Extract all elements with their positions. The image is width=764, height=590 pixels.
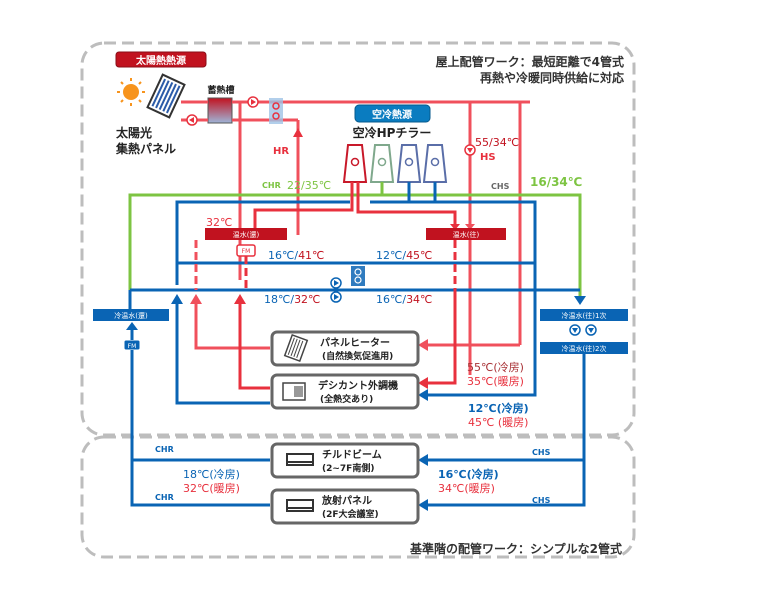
pump-icon <box>247 96 259 108</box>
panel-heater-unit: パネルヒーター (自然換気促進用) <box>270 330 420 367</box>
rooftop-title-line2: 再熱や冷暖同時供給に対応 <box>480 70 624 85</box>
ceiling-unit-icon <box>286 453 314 466</box>
floor-chs-label-2: CHS <box>532 496 551 505</box>
temp-16-34: 16℃/34℃ <box>376 293 432 306</box>
panel-heater-icon <box>283 333 309 363</box>
floor-zone-border <box>80 435 636 559</box>
pump-icon <box>330 291 342 303</box>
arrow-up-red <box>234 294 246 304</box>
heat-exchanger-icon <box>351 266 365 286</box>
fm-blue-label: FM <box>128 343 137 350</box>
floor-chr-label-2: CHR <box>155 493 174 502</box>
solar-panel-label-2: 集熱パネル <box>115 141 176 156</box>
solar-panel-label-1: 太陽光 <box>116 125 152 140</box>
pump-icon <box>585 324 597 336</box>
storage-tank-icon <box>207 97 233 124</box>
desiccant-hot-heat: 35℃(暖房) <box>467 375 524 388</box>
chs-supply-arrow <box>574 296 586 305</box>
rooftop-title-line1: 屋上配管ワーク：最短距離で4管式 <box>436 54 624 69</box>
desiccant-subtitle: (全熱交あり) <box>320 393 373 405</box>
cw-return-label: 冷温水(還) <box>114 311 148 320</box>
cw-supply-1-header <box>540 309 628 321</box>
panel-heater-title: パネルヒーター <box>320 337 390 349</box>
temp-18-32: 18℃/32℃ <box>264 293 320 306</box>
temp-12-45: 12℃/45℃ <box>376 249 432 262</box>
chiller-label: 空冷HPチラー <box>353 125 432 140</box>
temp-32: 32℃ <box>206 216 232 229</box>
radiant-panel-unit: 放射パネル (2F大会議室) <box>270 488 420 525</box>
storage-tank-label: 蓄熱槽 <box>207 84 234 96</box>
chs-top-temp: 16/34℃ <box>530 175 582 189</box>
desiccant-cw-cool: 12℃(冷房) <box>468 401 529 415</box>
pump-icon <box>186 114 198 126</box>
pump-icon <box>464 144 476 156</box>
air-source-badge <box>354 104 431 123</box>
hs-label: HS <box>480 152 496 163</box>
chs-top-label: CHS <box>491 182 510 191</box>
floor-chr-label-1: CHR <box>155 445 174 454</box>
floor-title: 基準階の配管ワーク：シンプルな2管式 <box>409 541 622 556</box>
warm-supply-label: 温水(往) <box>453 230 480 239</box>
warm-water-supply-header <box>426 228 506 240</box>
cw-supply-1-label: 冷温水(往)1次 <box>562 311 607 320</box>
ceiling-unit-icon <box>286 499 314 512</box>
hs-temp: 55/34℃ <box>475 136 519 149</box>
floor-chs-label-1: CHS <box>532 448 551 457</box>
temp-16-41: 16℃/41℃ <box>268 249 324 262</box>
solar-panel-icon <box>146 73 186 119</box>
arrow-up-blue <box>171 294 183 304</box>
air-source-badge-label: 空冷熱源 <box>372 108 412 121</box>
chilled-beam-title: チルドビーム <box>322 448 382 461</box>
fm-label: FM <box>242 248 251 255</box>
air-handler-icon <box>282 382 306 401</box>
desiccant-cw-heat: 45℃ (暖房) <box>468 416 528 429</box>
chiller-unit-green-icon <box>369 144 395 183</box>
solar-heat-source-badge <box>115 51 207 68</box>
chilled-beam-subtitle: (2~7F南側) <box>322 462 374 474</box>
desiccant-unit: デシカント外調機 (全熱交あり) <box>270 373 420 410</box>
pump-icon <box>330 277 342 289</box>
warm-return-label: 温水(還) <box>233 230 260 239</box>
floor-return-cool: 18℃(冷房) <box>183 468 240 481</box>
floor-supply-heat: 34℃(暖房) <box>438 482 495 495</box>
rooftop-zone-border <box>80 41 636 437</box>
pump-icon <box>569 324 581 336</box>
floor-supply-cool: 16℃(冷房) <box>438 467 499 481</box>
arrow-up-pink <box>190 294 202 304</box>
chilled-beam-unit: チルドビーム (2~7F南側) <box>270 442 420 479</box>
desiccant-hot-cool: 55℃(冷房) <box>467 361 524 374</box>
chiller-unit-blue-icon <box>422 144 448 183</box>
chr-top-label: CHR <box>262 181 281 190</box>
cw-return-header <box>93 309 169 321</box>
desiccant-title: デシカント外調機 <box>318 379 398 392</box>
warm-water-return-header <box>205 228 287 240</box>
chiller-unit-blue-icon <box>396 144 422 183</box>
solar-badge-label: 太陽熱熱源 <box>135 54 186 67</box>
chr-top-temp: 22/35℃ <box>287 179 331 192</box>
heat-exchanger-icon <box>269 98 283 124</box>
cw-supply-2-label: 冷温水(往)2次 <box>562 344 607 353</box>
hr-arrow <box>293 128 303 137</box>
cw-supply-2-header <box>540 342 628 354</box>
floor-return-heat: 32℃(暖房) <box>183 482 240 495</box>
radiant-panel-subtitle: (2F大会議室) <box>322 508 379 520</box>
panel-heater-subtitle: (自然換気促進用) <box>322 350 393 362</box>
hr-label: HR <box>273 146 289 157</box>
radiant-panel-title: 放射パネル <box>321 494 372 507</box>
sun-icon <box>117 78 145 106</box>
chiller-unit-red-icon <box>342 144 368 183</box>
